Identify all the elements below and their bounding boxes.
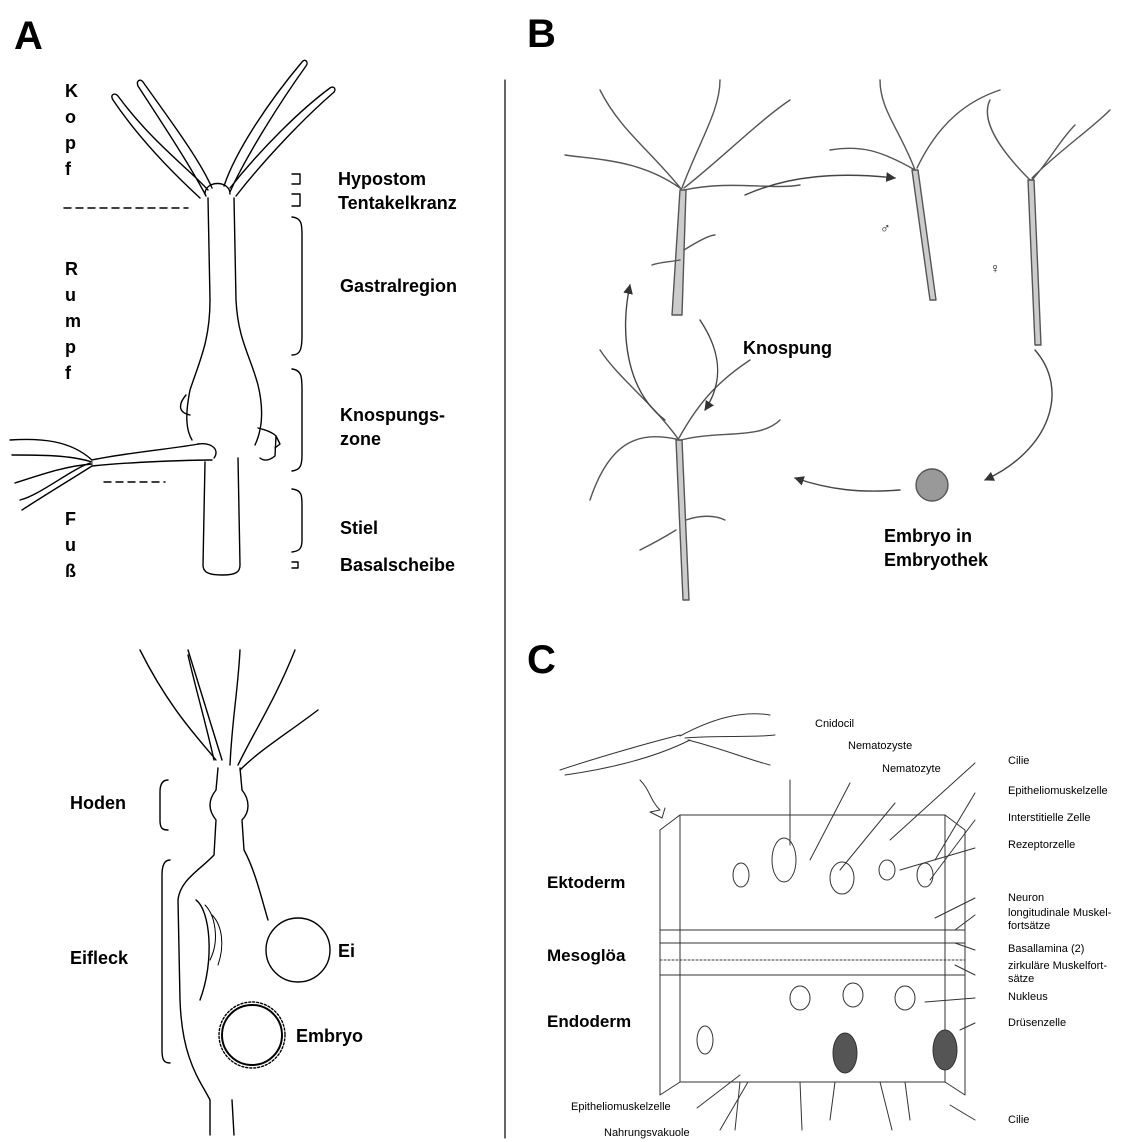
female-symbol: ♀ <box>990 262 1001 275</box>
label-hypostom: Hypostom <box>338 168 426 190</box>
label-nahrungsvakuole: Nahrungsvakuole <box>604 1127 690 1140</box>
label-epitheliomuskelzelle: Epitheliomuskelzelle <box>1008 785 1108 798</box>
label-neuron: Neuron <box>1008 892 1044 905</box>
label-endoderm: Endoderm <box>547 1011 631 1033</box>
label-nukleus: Nukleus <box>1008 991 1048 1004</box>
label-eifleck: Eifleck <box>70 947 128 969</box>
label-longitudinale-1: longitudinale Muskel- <box>1008 907 1111 920</box>
label-embryo: Embryo <box>296 1025 363 1047</box>
label-cilie-top: Cilie <box>1008 755 1029 768</box>
label-knospung: Knospung <box>743 337 832 359</box>
panel-label-b: B <box>527 14 556 54</box>
hydra-anatomy-drawing <box>10 60 335 575</box>
panel-label-c: C <box>527 640 556 680</box>
label-nematozyte: Nematozyte <box>882 763 941 776</box>
label-cnidocil: Cnidocil <box>815 718 854 731</box>
label-zirkulaere-2: sätze <box>1008 973 1034 986</box>
label-basallamina: Basallamina (2) <box>1008 943 1084 956</box>
label-zirkulaere-1: zirkuläre Muskelfort- <box>1008 960 1107 973</box>
tissue-section-drawing <box>560 714 975 1130</box>
label-ei: Ei <box>338 940 355 962</box>
label-knospungszone-2: zone <box>340 428 381 450</box>
label-basalscheibe: Basalscheibe <box>340 554 455 576</box>
life-cycle-drawing <box>565 80 1110 600</box>
male-symbol: ♂ <box>880 222 891 235</box>
label-ektoderm: Ektoderm <box>547 872 625 894</box>
panel-label-a: A <box>14 16 43 56</box>
label-mesogloea: Mesoglöa <box>547 945 625 967</box>
label-embryo-in: Embryo in <box>884 525 972 547</box>
label-cilie-bottom: Cilie <box>1008 1114 1029 1127</box>
label-longitudinale-2: fortsätze <box>1008 920 1050 933</box>
hydra-sexual-drawing <box>140 650 330 1135</box>
label-tentakelkranz: Tentakelkranz <box>338 192 457 214</box>
label-nematozyste: Nematozyste <box>848 740 912 753</box>
label-druesenzelle: Drüsenzelle <box>1008 1017 1066 1030</box>
label-interstitielle-zelle: Interstitielle Zelle <box>1008 812 1091 825</box>
label-knospungszone-1: Knospungs- <box>340 404 445 426</box>
label-embryothek: Embryothek <box>884 549 988 571</box>
label-gastralregion: Gastralregion <box>340 275 457 297</box>
label-epitheliomuskelzelle-bottom: Epitheliomuskelzelle <box>571 1101 671 1114</box>
label-rezeptorzelle: Rezeptorzelle <box>1008 839 1075 852</box>
label-stiel: Stiel <box>340 517 378 539</box>
label-hoden: Hoden <box>70 792 126 814</box>
